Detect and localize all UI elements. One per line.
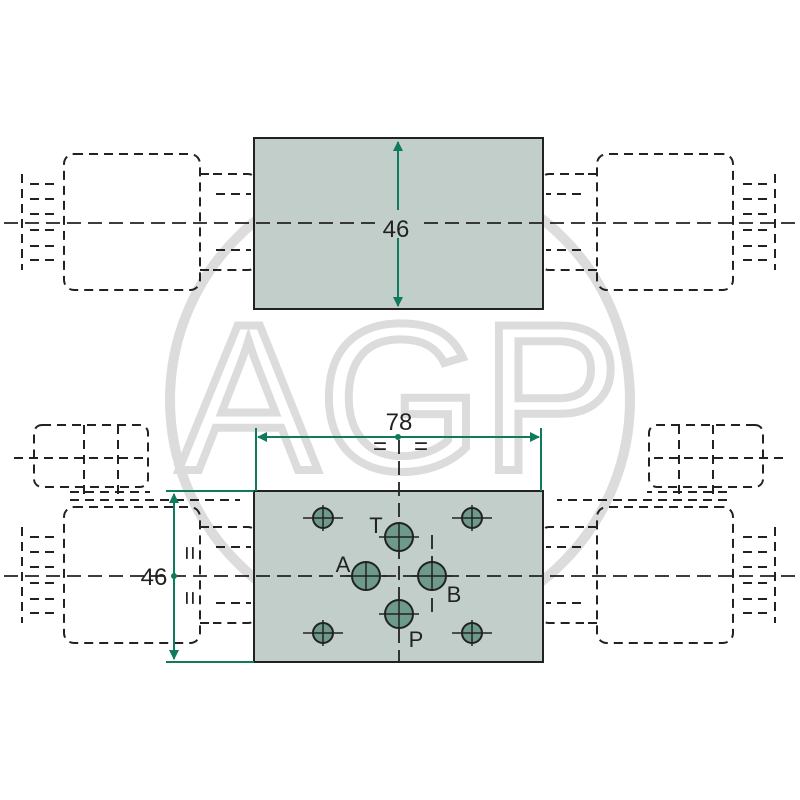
left-solenoid: [21, 153, 255, 291]
height-dimension-label: 46: [383, 216, 410, 243]
right-solenoid: [542, 153, 776, 291]
svg-text:AGP: AGP: [178, 280, 621, 515]
equal-mark: =: [414, 433, 428, 460]
port-label-b: B: [447, 582, 462, 607]
port-label-a: A: [336, 552, 351, 577]
equal-mark: =: [176, 546, 203, 560]
port-label-p: P: [409, 627, 424, 652]
equal-mark: =: [373, 433, 387, 460]
bottom-view: T A B P 78 = = 46 = =: [4, 409, 796, 663]
width-dimension-label: 78: [386, 409, 413, 436]
right-connector: [557, 424, 783, 501]
top-view: 46: [4, 137, 796, 310]
left-solenoid: [21, 506, 255, 644]
right-solenoid: [542, 506, 776, 644]
port-label-t: T: [369, 513, 382, 538]
equal-mark: =: [176, 591, 203, 605]
height-dimension-label: 46: [141, 564, 168, 591]
left-connector: [14, 424, 240, 501]
